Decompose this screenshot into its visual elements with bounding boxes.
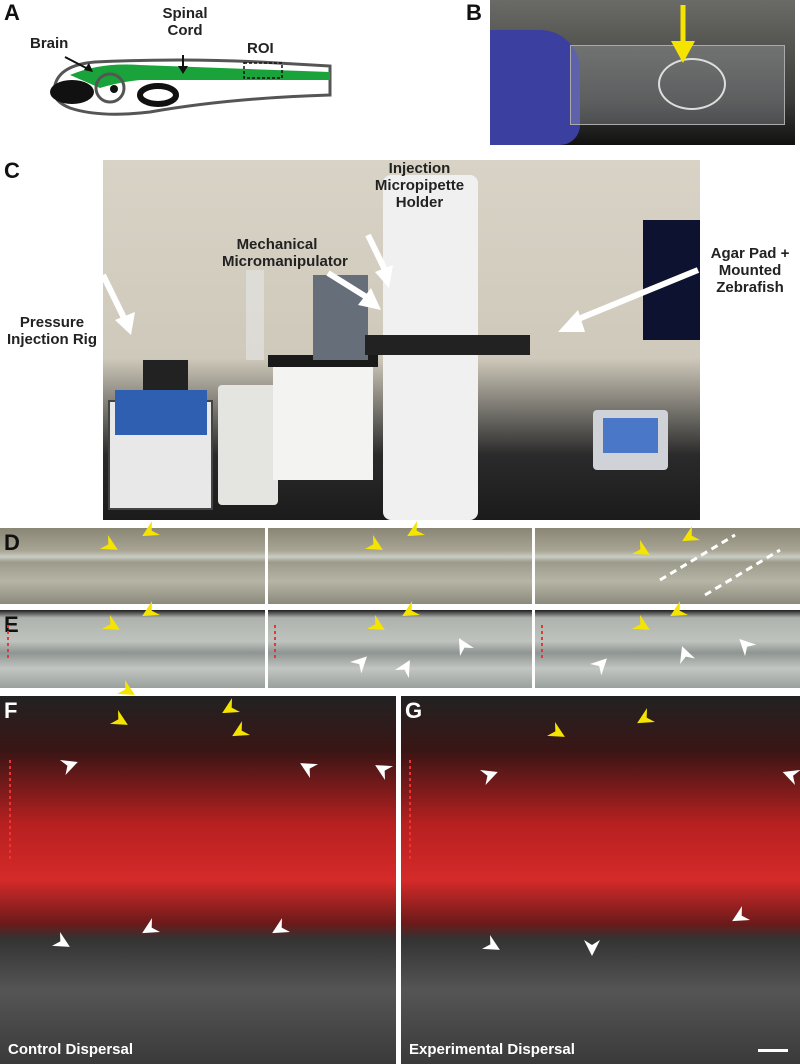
panel-label-e: E xyxy=(4,612,19,637)
label-mechanical-micromanipulator: Mechanical Micromanipulator xyxy=(222,236,348,270)
panel-label-b: B xyxy=(466,0,482,25)
fluorescence-control-image: Control Dispersal xyxy=(0,696,396,1064)
fluorescence-experimental-image: Experimental Dispersal xyxy=(401,696,800,1064)
panel-label-f: F xyxy=(4,698,18,723)
agar-slide-photo xyxy=(490,0,795,145)
label-agar-pad: Agar Pad + Mounted Zebrafish xyxy=(710,245,790,296)
zebrafish-diagram xyxy=(50,55,332,116)
brightfield-e-2 xyxy=(268,610,532,688)
brightfield-e-3 xyxy=(535,610,800,688)
label-pressure-injection-rig: Pressure Injection Rig xyxy=(7,314,97,348)
caption-experimental-dispersal: Experimental Dispersal xyxy=(409,1041,575,1058)
yellow-arrow-icon xyxy=(671,5,695,63)
caption-control-dispersal: Control Dispersal xyxy=(8,1041,134,1058)
label-arrows xyxy=(103,233,700,335)
brightfield-d-2 xyxy=(268,528,532,604)
label-injection-micropipette-holder: Injection Micropipette Holder xyxy=(374,160,465,211)
label-roi: ROI xyxy=(247,40,274,57)
injection-setup-photo xyxy=(103,160,700,520)
brightfield-e-1 xyxy=(0,610,265,688)
panel-label-a: A xyxy=(4,0,20,25)
panel-label-d: D xyxy=(4,530,20,555)
panel-label-c: C xyxy=(4,158,20,183)
brightfield-d-3 xyxy=(535,528,800,604)
label-brain: Brain xyxy=(30,35,69,52)
brightfield-d-1 xyxy=(0,528,265,604)
label-spinal-cord: Spinal Cord xyxy=(162,5,208,39)
panel-label-g: G xyxy=(405,698,423,723)
scale-bar xyxy=(758,1049,788,1052)
